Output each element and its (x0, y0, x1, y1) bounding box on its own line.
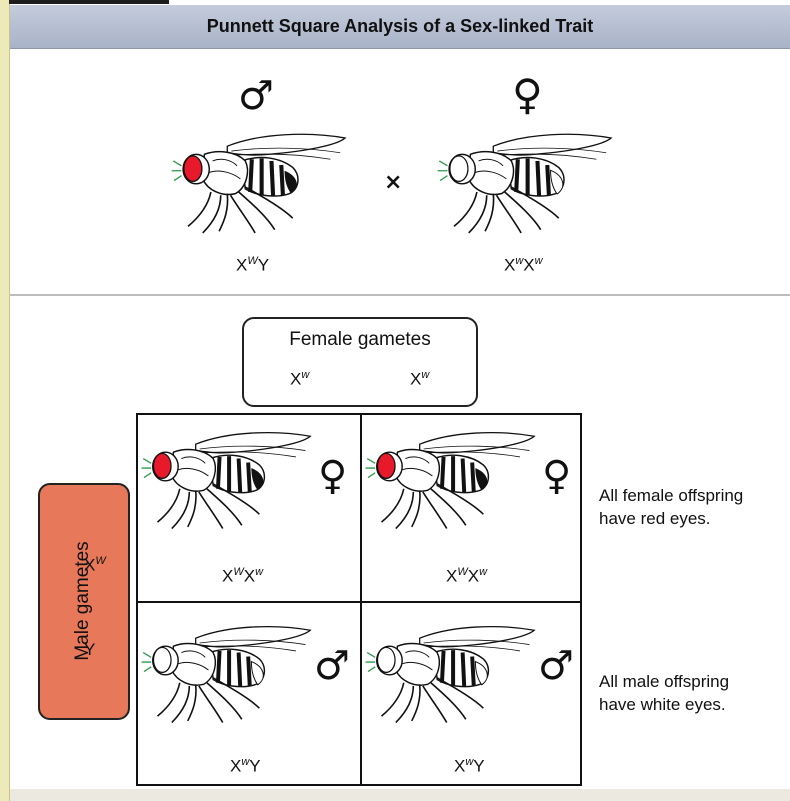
offspring-fly-1-eye (154, 453, 172, 478)
grid-vertical-line (360, 415, 362, 784)
offspring-fly-4 (364, 620, 539, 728)
offspring-2-female-symbol-icon: ♀ (542, 456, 571, 496)
offspring-fly-1 (140, 426, 315, 534)
male-gamete-allele-2: Y (84, 640, 95, 660)
offspring-3-genotype: XwY (230, 756, 261, 777)
offspring-fly-4-eye (378, 647, 396, 672)
male-offspring-note: All male offspring have white eyes. (599, 670, 789, 716)
parent-female-genotype: XwXw (504, 255, 543, 276)
female-note-line-2: have red eyes. (599, 507, 789, 530)
grid-horizontal-line (138, 601, 580, 603)
female-gamete-allele-1: Xw (290, 369, 309, 390)
title-bar: Punnett Square Analysis of a Sex-linked … (10, 5, 790, 49)
bottom-strip (10, 789, 790, 801)
offspring-4-male-symbol-icon: ♂ (538, 646, 574, 686)
offspring-1-female-symbol-icon: ♀ (318, 456, 347, 496)
offspring-1-genotype: XWXw (222, 566, 263, 587)
male-gamete-allele-1: XW (84, 555, 106, 576)
male-symbol-icon: ♂ (238, 76, 274, 116)
female-gametes-label: Female gametes (244, 329, 476, 351)
cross-symbol-icon: × (384, 172, 402, 194)
male-note-line-1: All male offspring (599, 670, 789, 693)
female-gamete-allele-2: Xw (410, 369, 429, 390)
offspring-3-male-symbol-icon: ♂ (314, 646, 350, 686)
female-gametes-box: Female gametes Xw Xw (242, 317, 478, 407)
offspring-fly-2-eye (378, 453, 396, 478)
offspring-4-genotype: XwY (454, 756, 485, 777)
top-dark-bar (9, 0, 169, 4)
parent-male-genotype: XWY (236, 255, 269, 276)
section-divider (10, 294, 790, 296)
offspring-2-genotype: XWXw (446, 566, 487, 587)
offspring-fly-3-eye (154, 647, 172, 672)
offspring-fly-3 (140, 620, 315, 728)
female-symbol-icon: ♀ (512, 74, 543, 116)
parent-female-fly (436, 128, 616, 238)
parent-female-fly-eye (450, 156, 468, 181)
parent-male-fly-eye (184, 156, 202, 181)
left-margin-strip (0, 0, 10, 801)
male-gametes-box: Male gametes XW Y (38, 483, 130, 720)
female-offspring-note: All female offspring have red eyes. (599, 484, 789, 530)
female-note-line-1: All female offspring (599, 484, 789, 507)
male-note-line-2: have white eyes. (599, 693, 789, 716)
parent-male-fly (170, 128, 350, 238)
diagram-title: Punnett Square Analysis of a Sex-linked … (207, 16, 593, 37)
offspring-fly-2 (364, 426, 539, 534)
